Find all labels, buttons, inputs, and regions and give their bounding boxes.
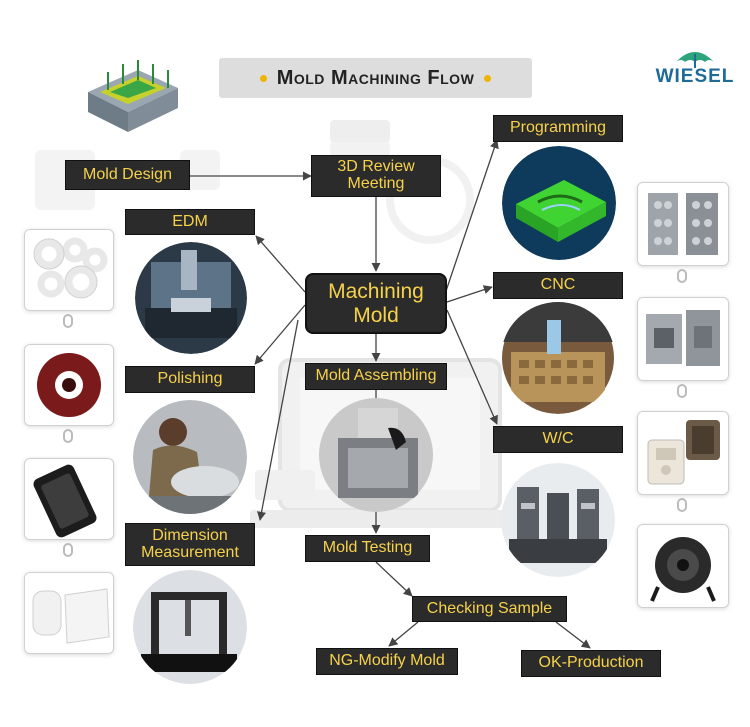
node-programming: Programming <box>493 115 623 142</box>
node-ok-production: OK-Production <box>521 650 661 677</box>
product-card-device-housing <box>637 411 729 495</box>
node-mold-assembling: Mold Assembling <box>305 363 447 390</box>
chain-link-icon <box>63 429 73 443</box>
photo-cnc <box>501 302 615 414</box>
arrow-machining-to-polishing <box>254 304 306 365</box>
photo-wire-cut <box>501 463 615 577</box>
title-bullet-right <box>484 74 492 82</box>
photo-programming <box>502 146 616 260</box>
arrow-checking-to-ng <box>388 621 419 647</box>
brand-logo: WIESEL <box>652 44 738 100</box>
chain-link-icon <box>63 543 73 557</box>
photo-mold-assembling <box>319 398 433 512</box>
node-edm: EDM <box>125 209 255 235</box>
arrow-machining-to-cnc <box>446 285 493 303</box>
product-card-mold-core <box>637 297 729 381</box>
node-machining-mold: Machining Mold <box>305 273 447 334</box>
node-mold-design: Mold Design <box>65 160 190 190</box>
arrow-machining-to-programming <box>444 139 499 295</box>
photo-edm <box>135 242 247 354</box>
title-bullet-left <box>259 74 267 82</box>
node-mold-testing: Mold Testing <box>305 535 430 562</box>
arrow-checking-to-ok <box>555 621 591 649</box>
product-card-fan-housing <box>637 524 729 608</box>
title-banner: Mold Machining Flow <box>219 58 532 98</box>
arrow-machining-to-edm <box>255 235 306 293</box>
arrow-machining-to-dimension <box>257 319 299 521</box>
chain-link-icon <box>677 269 687 283</box>
chain-link-icon <box>63 314 73 328</box>
product-card-phone-case <box>24 458 114 540</box>
node-wc: W/C <box>493 426 623 453</box>
arrow-machining-to-wc <box>446 309 498 425</box>
page-title: Mold Machining Flow <box>276 66 475 89</box>
brand-name: WIESEL <box>655 66 735 87</box>
node-polishing: Polishing <box>125 366 255 393</box>
product-card-white-casing <box>24 572 114 654</box>
node-ng-modify-mold: NG-Modify Mold <box>316 648 458 675</box>
umbrella-icon <box>676 52 714 68</box>
mold-design-render <box>88 60 178 132</box>
arrow-testing-to-checking <box>375 561 413 597</box>
node-checking-sample: Checking Sample <box>412 596 567 622</box>
photo-dimension-measurement <box>133 570 247 684</box>
chain-link-icon <box>677 384 687 398</box>
photo-polishing <box>133 400 247 514</box>
node-3d-review-meeting: 3D Review Meeting <box>311 155 441 197</box>
node-cnc: CNC <box>493 272 623 299</box>
product-card-knob <box>24 344 114 426</box>
product-card-multi-cavity-mold <box>637 182 729 266</box>
product-card-gears <box>24 229 114 311</box>
node-dimension-measurement: Dimension Measurement <box>125 523 255 566</box>
chain-link-icon <box>677 498 687 512</box>
